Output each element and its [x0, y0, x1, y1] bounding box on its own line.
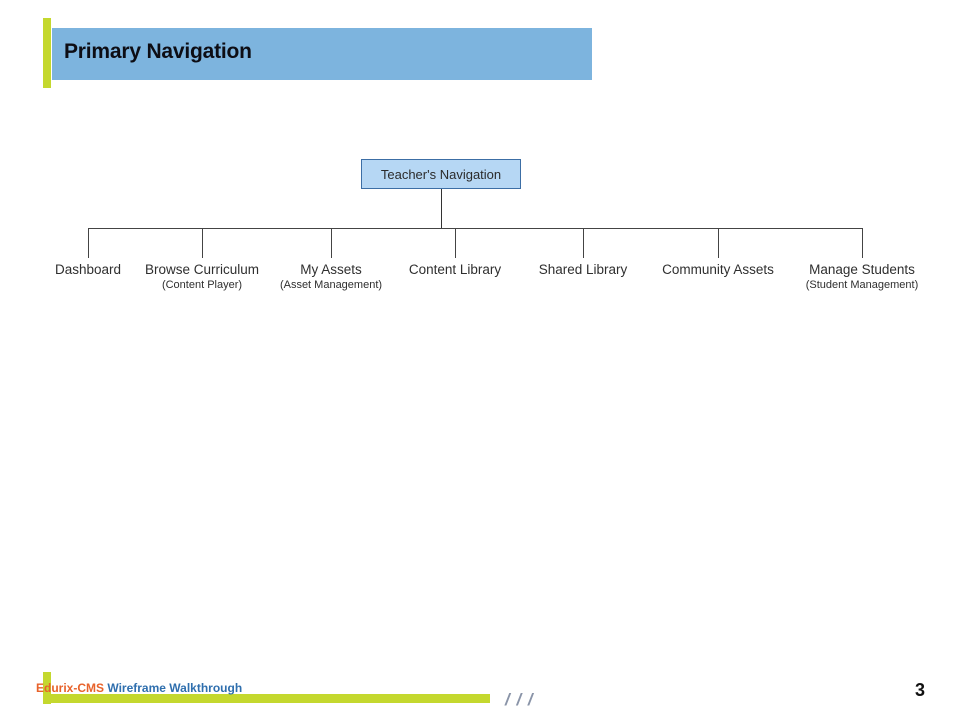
node-community-assets[interactable]: Community Assets — [633, 262, 803, 279]
root-node-teachers-navigation[interactable]: Teacher's Navigation — [361, 159, 521, 189]
node-sublabel: (Content Player) — [161, 279, 243, 292]
node-label: Community Assets — [662, 262, 774, 277]
footer-subtitle: Wireframe Walkthrough — [104, 681, 243, 695]
page-title: Primary Navigation — [64, 40, 252, 63]
node-label: Content Library — [408, 262, 502, 277]
root-node-label: Teacher's Navigation — [380, 166, 502, 182]
node-sublabel: (Student Management) — [805, 279, 919, 292]
connector-drop-browse-curriculum — [202, 228, 203, 258]
node-browse-curriculum[interactable]: Browse Curriculum (Content Player) — [112, 262, 292, 291]
connector-drop-my-assets — [331, 228, 332, 258]
connector-drop-dashboard — [88, 228, 89, 258]
connector-drop-manage-students — [862, 228, 863, 258]
footer-accent-bar — [43, 672, 51, 704]
node-label: Browse Curriculum — [144, 262, 260, 277]
root-stem-line — [441, 189, 442, 228]
title-accent-bar — [43, 18, 51, 88]
connector-drop-community-assets — [718, 228, 719, 258]
org-chart: Teacher's Navigation Dashboard Browse Cu… — [8, 159, 952, 291]
node-sublabel: (Asset Management) — [279, 279, 383, 292]
node-label: Shared Library — [538, 262, 628, 277]
footer-slashes: / / / — [505, 690, 534, 709]
node-label: Dashboard — [54, 262, 122, 277]
connector-drop-content-library — [455, 228, 456, 258]
title-banner — [52, 28, 592, 80]
node-shared-library[interactable]: Shared Library — [503, 262, 663, 279]
connector-bus-line — [88, 228, 863, 229]
connector-drop-shared-library — [583, 228, 584, 258]
node-content-library[interactable]: Content Library — [375, 262, 535, 279]
node-my-assets[interactable]: My Assets (Asset Management) — [241, 262, 421, 291]
node-label: My Assets — [300, 262, 362, 277]
node-label: Manage Students — [809, 262, 915, 277]
footer-label: Edurix-CMS Wireframe Walkthrough — [36, 681, 242, 695]
footer-brand: Edurix-CMS — [36, 681, 105, 695]
node-dashboard[interactable]: Dashboard — [8, 262, 168, 279]
footer-rule — [50, 694, 490, 703]
page-number: 3 — [915, 680, 926, 700]
node-manage-students[interactable]: Manage Students (Student Management) — [772, 262, 952, 291]
